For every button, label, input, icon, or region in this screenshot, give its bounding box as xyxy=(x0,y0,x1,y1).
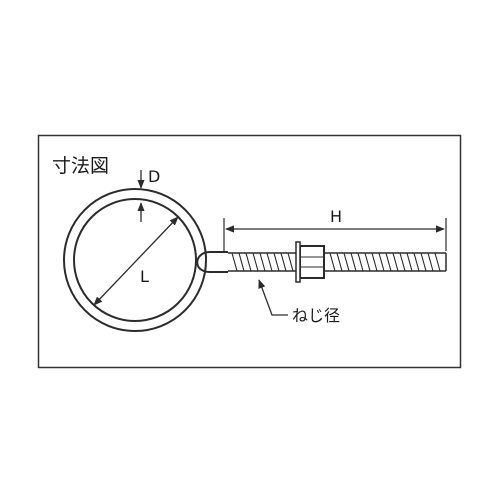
thread-crest xyxy=(420,252,427,272)
nut xyxy=(299,245,325,279)
thread-crest xyxy=(364,252,371,272)
thread-crest xyxy=(357,252,364,272)
thread-crest xyxy=(406,252,413,272)
thread-crest xyxy=(329,252,336,272)
thread-crest xyxy=(343,252,350,272)
thread-crest xyxy=(273,252,280,272)
thread-crest xyxy=(245,252,252,272)
thread-crest xyxy=(399,252,406,272)
thread-crest xyxy=(392,252,399,272)
thread-crest xyxy=(413,252,420,272)
h-dimension xyxy=(223,218,447,251)
l-dimension-line xyxy=(93,216,179,306)
h-label: H xyxy=(330,207,342,226)
thread-crest xyxy=(231,252,238,272)
thread-crest xyxy=(350,252,357,272)
thread-crest xyxy=(238,252,245,272)
thread-crest xyxy=(280,252,287,272)
thread-leader xyxy=(258,279,288,316)
drawing-title: 寸法図 xyxy=(52,155,109,177)
thread-crest xyxy=(336,252,343,272)
threaded-rod xyxy=(228,252,447,272)
washer xyxy=(295,241,301,283)
thread-crest xyxy=(427,252,434,272)
thread-crest xyxy=(371,252,378,272)
thread-label: ねじ径 xyxy=(292,306,340,325)
ring xyxy=(63,188,207,332)
thread-crest xyxy=(266,252,273,272)
thread-crest xyxy=(259,252,266,272)
thread-crest xyxy=(385,252,392,272)
thread-crest xyxy=(252,252,259,272)
neck xyxy=(196,251,228,273)
drawing-frame xyxy=(37,134,462,369)
l-label: L xyxy=(140,267,149,286)
d-label: D xyxy=(148,167,160,186)
thread-crest xyxy=(287,252,294,272)
thread-crest xyxy=(434,252,441,272)
thread-crest xyxy=(378,252,385,272)
